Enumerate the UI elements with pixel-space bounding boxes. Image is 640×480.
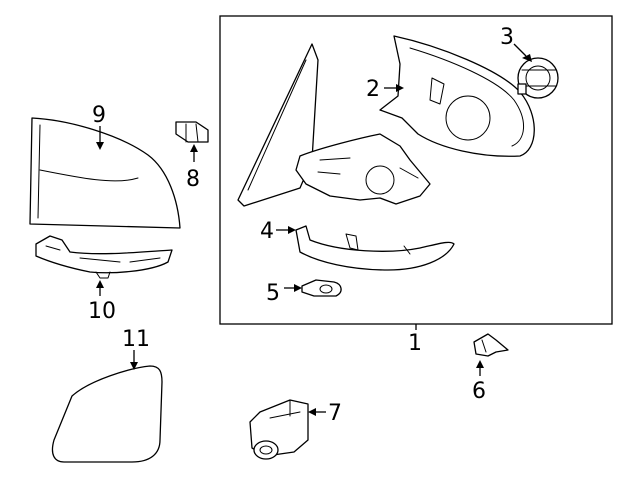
leader-3	[513, 43, 527, 57]
part-6-clip	[473, 333, 509, 357]
part-4-turn-signal	[295, 225, 455, 271]
callout-4: 4	[260, 219, 274, 244]
part-7-camera	[249, 399, 309, 460]
part-1-mirror-base	[237, 43, 431, 207]
part-9-mirror-cap	[29, 117, 181, 229]
callout-9: 9	[92, 103, 106, 128]
part-8-clip	[175, 121, 209, 143]
callout-1: 1	[408, 331, 422, 356]
callout-11: 11	[122, 327, 150, 352]
part-2-housing	[379, 35, 535, 157]
part-10-light-strip	[35, 235, 173, 279]
part-5-gasket	[301, 279, 342, 297]
callout-3: 3	[500, 25, 514, 50]
callout-10: 10	[88, 299, 116, 324]
part-11-mirror-glass	[51, 365, 163, 463]
callout-7: 7	[328, 401, 342, 426]
callout-6: 6	[472, 379, 486, 404]
part-3-motor	[517, 57, 559, 99]
callout-5: 5	[266, 281, 280, 306]
callout-8: 8	[186, 167, 200, 192]
callout-2: 2	[366, 77, 380, 102]
